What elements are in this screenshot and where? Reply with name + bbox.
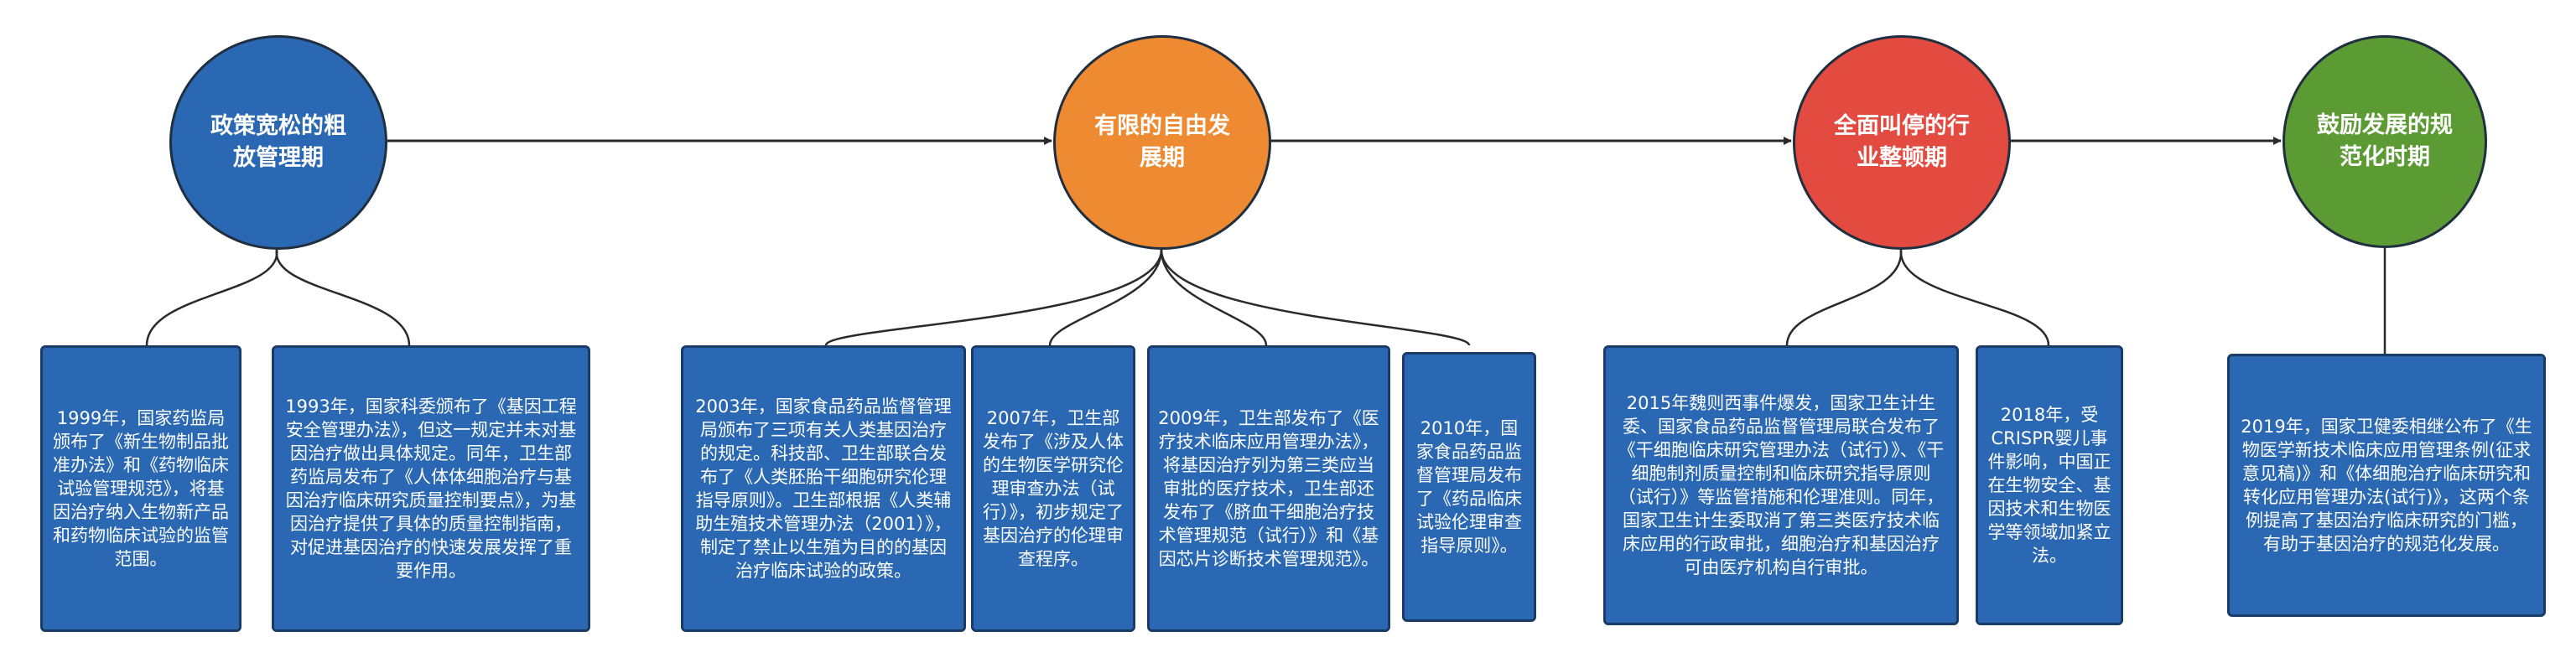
connector-phase2-event3 [824, 249, 1163, 346]
event-box-2015: 2015年魏则西事件爆发，国家卫生计生委、国家食品药品监督管理局联合发布了《干细… [1603, 345, 1959, 625]
event-text-2019: 2019年，国家卫健委相继公布了《生物医学新技术临床应用管理条例(征求意见稿)》… [2241, 417, 2532, 554]
phase-4-circle: 鼓励发展的规范化时期 [2283, 35, 2487, 248]
event-box-1999: 1999年，国家药监局颁布了《新生物制品批准办法》和《药物临床试验管理规范》，将… [40, 345, 242, 632]
phase-3-label: 全面叫停的行业整顿期 [1834, 113, 1970, 171]
connector-phase2-event5 [1160, 249, 1268, 346]
event-text-2015: 2015年魏则西事件爆发，国家卫生计生委、国家食品药品监督管理局联合发布了《干细… [1618, 393, 1945, 577]
event-box-2010: 2010年，国家食品药品监督管理局发布了《药品临床试验伦理审查指导原则》。 [1402, 352, 1536, 622]
connector-phase3-event8 [1899, 249, 2050, 346]
phase-4-label: 鼓励发展的规范化时期 [2317, 112, 2453, 170]
phase-2-circle: 有限的自由发展期 [1053, 35, 1271, 250]
event-box-2019: 2019年，国家卫健委相继公布了《生物医学新技术临床应用管理条例(征求意见稿)》… [2227, 354, 2546, 617]
event-box-2003: 2003年，国家食品药品监督管理局颁布了三项有关人类基因治疗的规定。科技部、卫生… [681, 345, 966, 632]
phase-1-circle: 政策宽松的粗放管理期 [169, 35, 387, 250]
event-box-1993: 1993年，国家科委颁布了《基因工程安全管理办法》，但这一规定并未对基因治疗做出… [272, 345, 590, 632]
event-text-2009: 2009年，卫生部发布了《医疗技术临床应用管理办法》，将基因治疗列为第三类应当审… [1158, 408, 1379, 569]
connector-phase1-event2 [275, 249, 411, 346]
phase-1-label: 政策宽松的粗放管理期 [210, 113, 346, 171]
event-text-1993: 1993年，国家科委颁布了《基因工程安全管理办法》，但这一规定并未对基因治疗做出… [285, 396, 577, 581]
event-text-2018: 2018年，受CRISPR婴儿事件影响，中国正在生物安全、基因技术和生物医学等领… [1987, 405, 2111, 566]
event-text-2010: 2010年，国家食品药品监督管理局发布了《药品临床试验伦理审查指导原则》。 [1416, 418, 1522, 556]
event-box-2018: 2018年，受CRISPR婴儿事件影响，中国正在生物安全、基因技术和生物医学等领… [1976, 345, 2123, 625]
event-text-2007: 2007年，卫生部发布了《涉及人体的生物医学研究伦理审查办法（试行）》，初步规定… [983, 408, 1124, 569]
event-text-2003: 2003年，国家食品药品监督管理局颁布了三项有关人类基因治疗的规定。科技部、卫生… [695, 396, 952, 581]
event-box-2009: 2009年，卫生部发布了《医疗技术临床应用管理办法》，将基因治疗列为第三类应当审… [1147, 345, 1390, 632]
connector-phase1-event1 [145, 249, 278, 346]
connector-phase3-event7 [1785, 249, 1903, 346]
event-box-2007: 2007年，卫生部发布了《涉及人体的生物医学研究伦理审查办法（试行）》，初步规定… [971, 345, 1135, 632]
phase-3-circle: 全面叫停的行业整顿期 [1793, 35, 2011, 250]
connector-phase2-event4 [1048, 249, 1163, 346]
event-text-1999: 1999年，国家药监局颁布了《新生物制品批准办法》和《药物临床试验管理规范》，将… [53, 408, 229, 569]
phase-2-label: 有限的自由发展期 [1094, 113, 1230, 171]
connector-phase2-event6 [1160, 249, 1471, 346]
